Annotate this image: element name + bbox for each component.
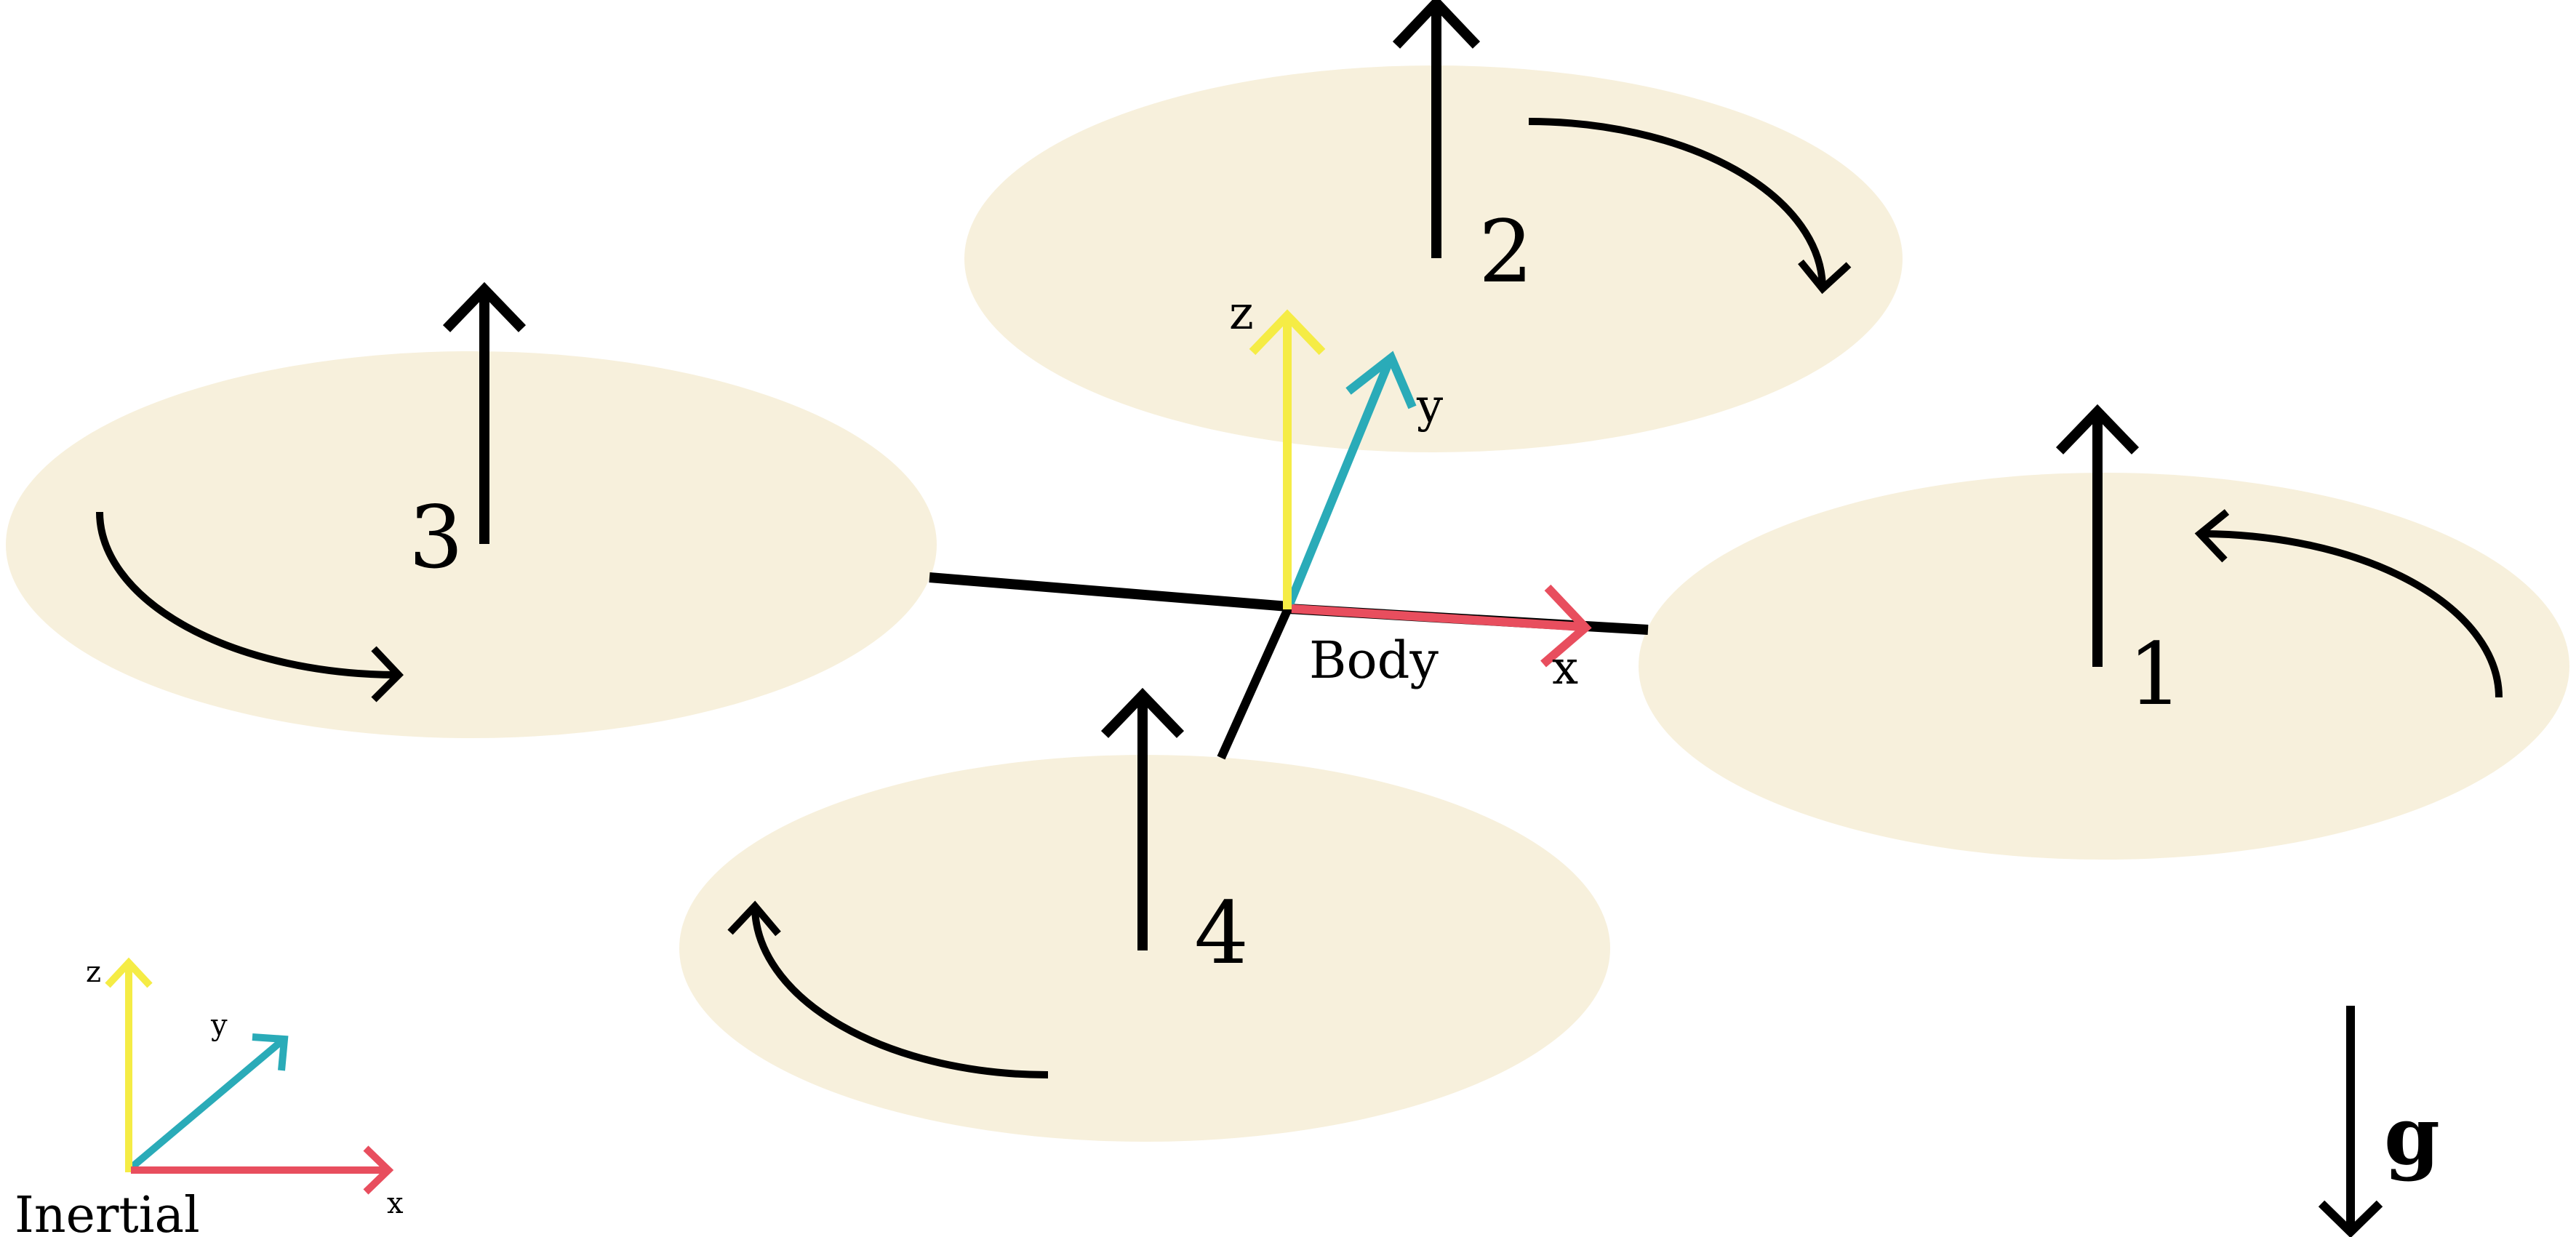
inertial-x-label: x [387, 1187, 404, 1220]
inertial-z-label: z [86, 956, 101, 989]
rotor-1-label: 1 [2128, 624, 2183, 724]
arm-4 [1217, 607, 1292, 760]
body-y-label: y [1416, 380, 1443, 433]
spin-arrow-4 [727, 900, 1049, 1078]
body-y-axis [1284, 351, 1417, 610]
rotor-2-disc [964, 65, 1903, 452]
body-frame: z y x Body [1229, 287, 1592, 695]
spin-arrow-3 [96, 511, 404, 702]
gravity-label: g [2384, 1089, 2440, 1182]
spin-arrow-1 [2194, 509, 2503, 698]
rotor-1-disc [1639, 473, 2569, 860]
thrust-arrow-2 [1392, 0, 1481, 258]
gravity-arrow [2318, 1006, 2383, 1237]
rotor-4-label: 4 [1194, 883, 1249, 983]
inertial-frame: z y x Inertial [15, 956, 404, 1237]
body-z-label: z [1229, 287, 1254, 340]
rotor-2-label: 2 [1479, 201, 1533, 302]
body-z-axis [1249, 309, 1326, 609]
rotor-3-label: 3 [409, 487, 463, 588]
rotor-3-disc [6, 351, 937, 738]
body-x-axis [1291, 584, 1592, 668]
thrust-arrow-1 [2055, 404, 2140, 667]
thrust-arrow-3 [442, 281, 527, 544]
inertial-z-axis [105, 957, 153, 1172]
body-frame-label: Body [1309, 630, 1439, 690]
inertial-frame-label: Inertial [15, 1187, 200, 1237]
inertial-x-axis [131, 1145, 394, 1195]
inertial-y-label: y [210, 1009, 228, 1042]
inertial-y-axis [128, 1033, 289, 1171]
body-x-label: x [1552, 641, 1578, 695]
arm-3 [929, 572, 1289, 612]
spin-arrow-2 [1528, 118, 1852, 295]
thrust-arrow-4 [1100, 687, 1185, 950]
